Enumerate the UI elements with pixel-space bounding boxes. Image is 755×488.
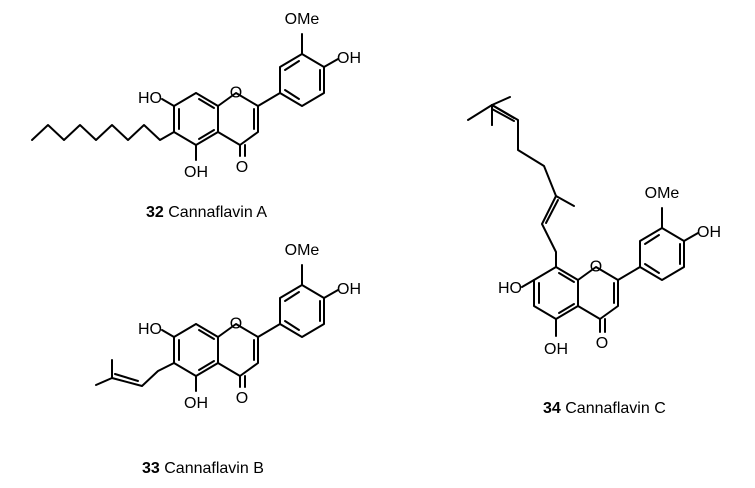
compound-34-number: 34	[543, 400, 561, 417]
compound-34-caption: 34 Cannaflavin C	[543, 400, 666, 418]
compound-33-carbonyl-o-label: O	[236, 390, 248, 407]
compound-33-number: 33	[142, 460, 160, 477]
compound-32-caption: 32 Cannaflavin A	[146, 204, 267, 222]
compound-32-carbonyl-o-label: O	[236, 159, 248, 176]
compound-34-oh-top-label: OH	[697, 224, 721, 241]
compound-33-oh-top-label: OH	[337, 281, 361, 298]
compound-33-ome-label: OMe	[285, 242, 320, 259]
compound-34-oh-bottom-label: OH	[544, 341, 568, 358]
compound-34-structure: OMe OH HO O OH O	[467, 96, 721, 358]
compound-32-ring-o-label: O	[230, 85, 242, 102]
compound-32-oh-top-label: OH	[337, 50, 361, 67]
compound-33-oh-bottom-label: OH	[184, 395, 208, 412]
compound-33-caption: 33 Cannaflavin B	[142, 460, 264, 478]
compound-32-ho-label: HO	[138, 90, 162, 107]
compound-32-structure: OMe OH HO O OH O	[31, 11, 361, 181]
compound-33-ho-label: HO	[138, 321, 162, 338]
compound-33-ring-o-label: O	[230, 316, 242, 333]
compound-32-name: Cannaflavin A	[168, 204, 267, 221]
compound-32-number: 32	[146, 204, 164, 221]
compound-34-ring-o-label: O	[590, 259, 602, 276]
compound-34-name: Cannaflavin C	[565, 400, 666, 417]
compound-32-oh-bottom-label: OH	[184, 164, 208, 181]
compound-34-carbonyl-o-label: O	[596, 335, 608, 352]
compound-34-ho-label: HO	[498, 280, 522, 297]
compound-34-ome-label: OMe	[645, 185, 680, 202]
compound-33-name: Cannaflavin B	[164, 460, 264, 477]
compound-33-structure: OMe OH HO O OH O	[95, 242, 361, 412]
compound-32-ome-label: OMe	[285, 11, 320, 28]
